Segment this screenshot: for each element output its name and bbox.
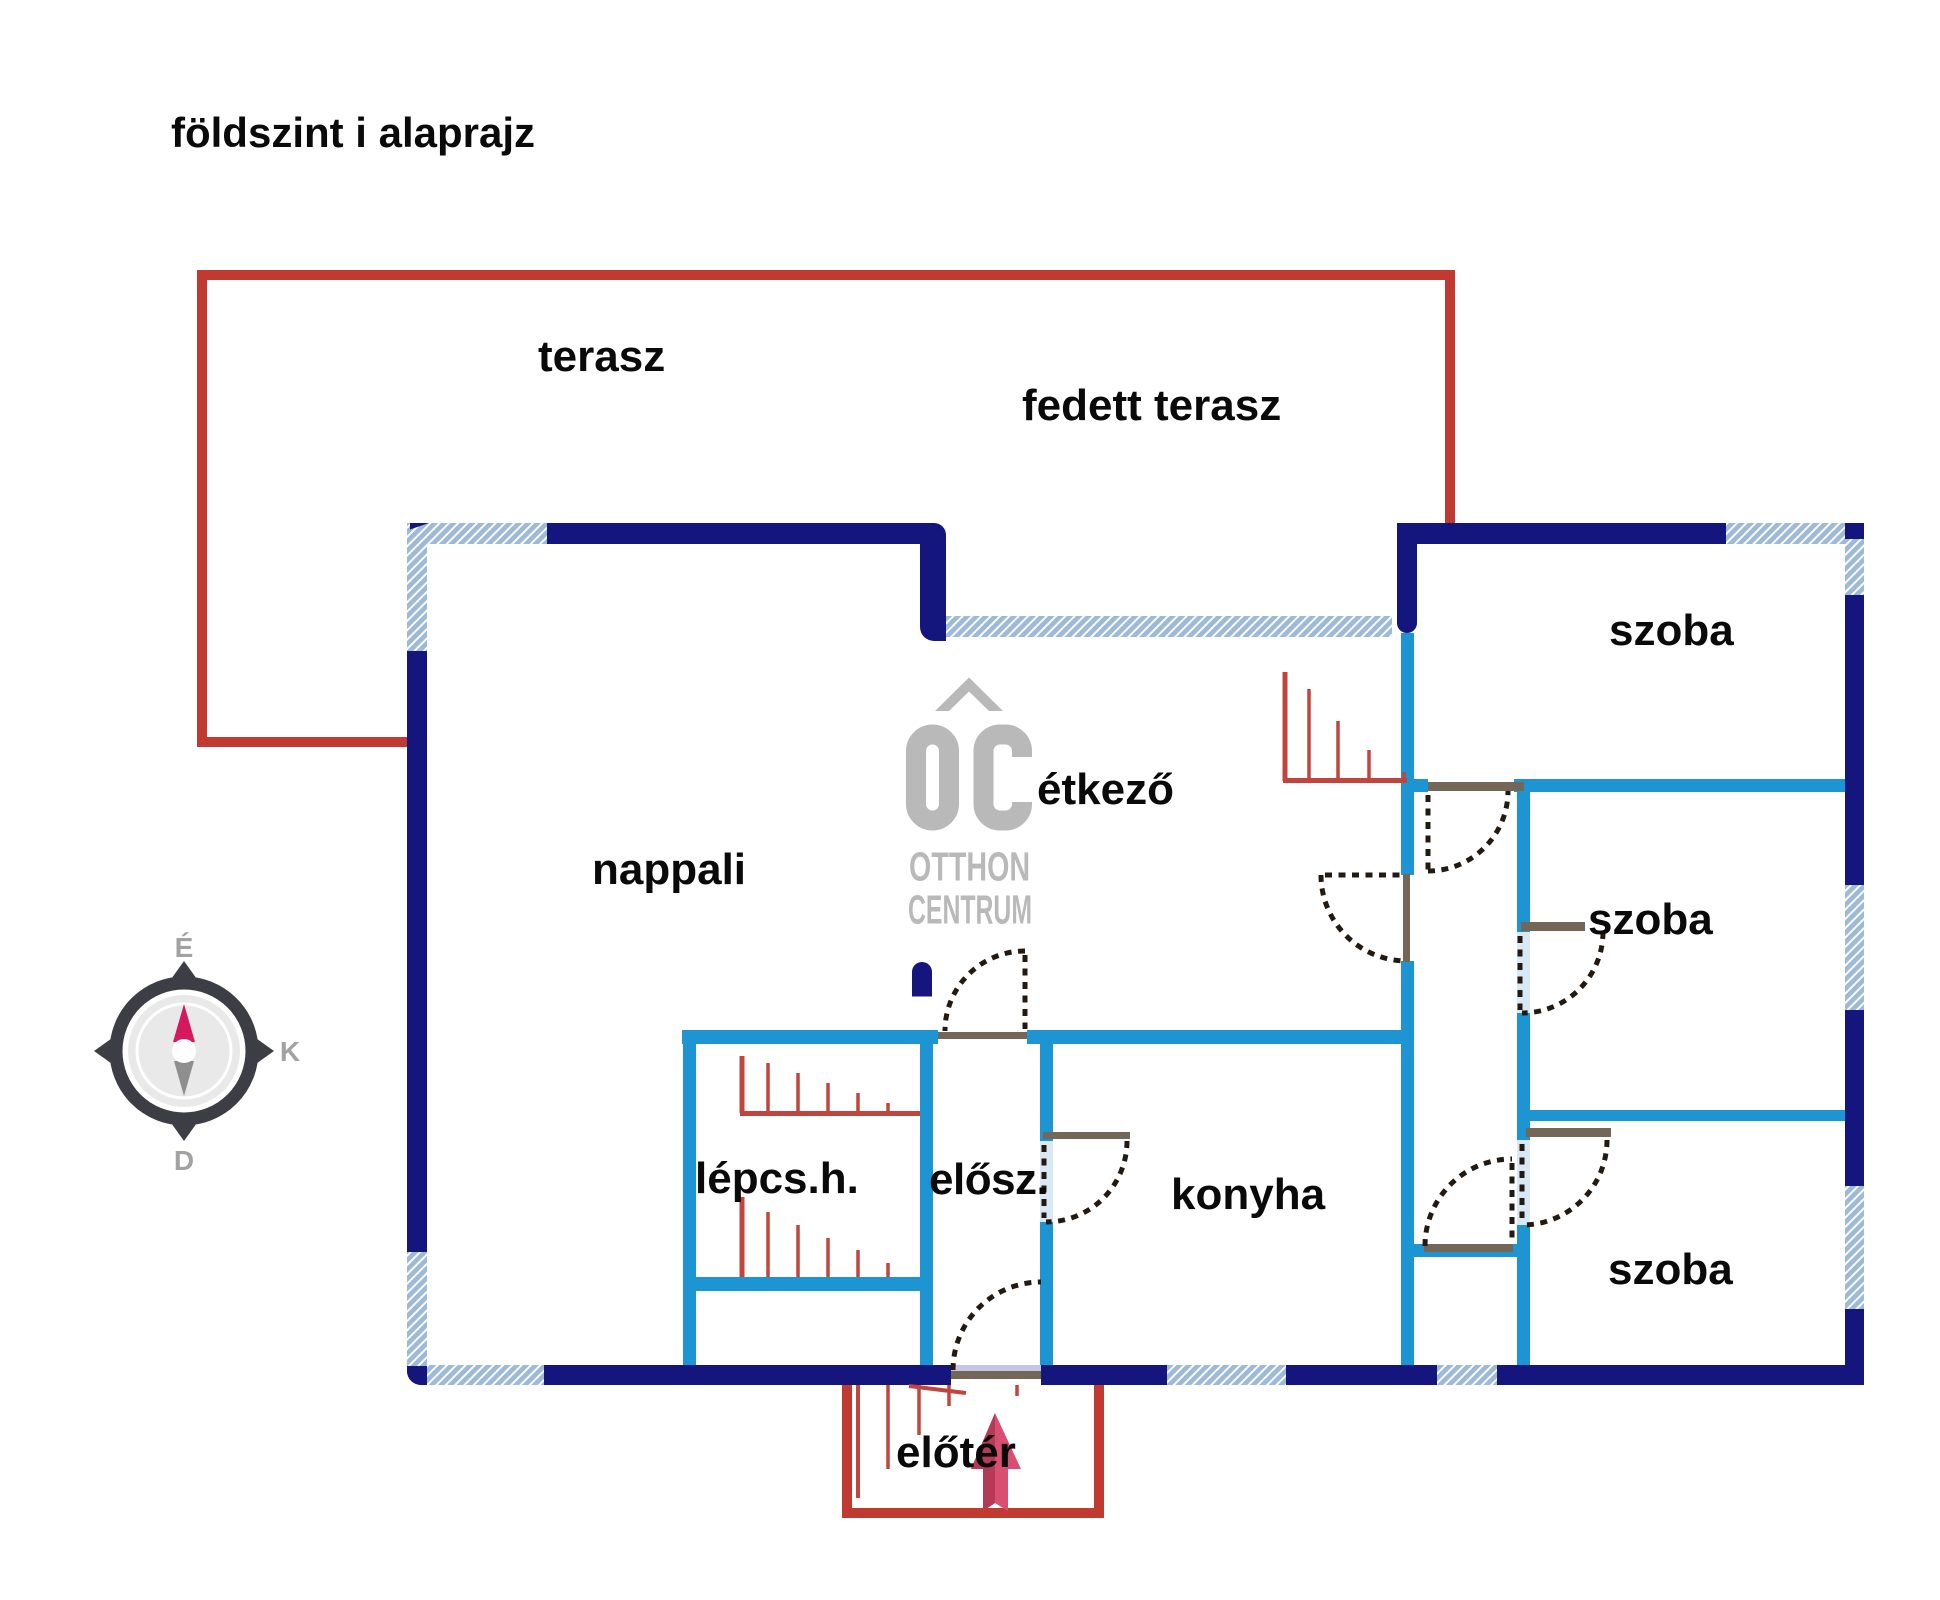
svg-text:előtér: előtér — [896, 1428, 1016, 1477]
svg-text:elősz.: elősz. — [929, 1155, 1048, 1204]
svg-text:K: K — [280, 1036, 300, 1067]
svg-text:CENTRUM: CENTRUM — [908, 887, 1032, 933]
svg-text:OTTHON: OTTHON — [909, 845, 1030, 890]
svg-text:földszint i alaprajz: földszint i alaprajz — [171, 109, 535, 156]
svg-text:szoba: szoba — [1609, 606, 1734, 655]
svg-text:szoba: szoba — [1608, 1245, 1733, 1294]
svg-text:konyha: konyha — [1171, 1170, 1326, 1219]
svg-text:lépcs.h.: lépcs.h. — [695, 1154, 859, 1203]
svg-text:É: É — [175, 932, 194, 963]
svg-text:nappali: nappali — [592, 845, 746, 894]
svg-text:szoba: szoba — [1588, 895, 1713, 944]
svg-text:terasz: terasz — [538, 332, 665, 381]
svg-text:fedett terasz: fedett terasz — [1022, 381, 1281, 430]
svg-text:D: D — [174, 1145, 194, 1176]
svg-text:étkező: étkező — [1037, 765, 1174, 814]
